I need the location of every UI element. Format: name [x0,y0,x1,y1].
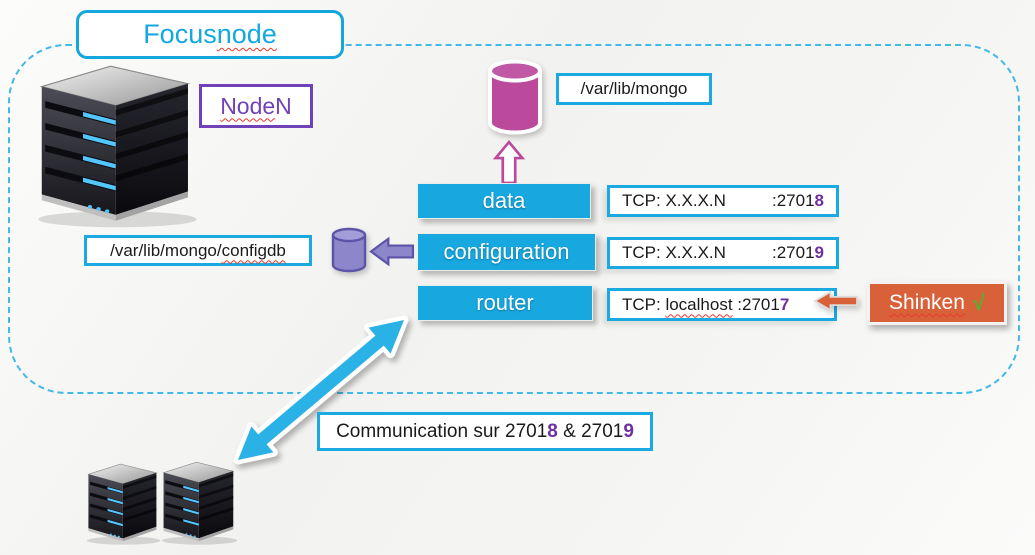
tcp-port-router: TCP: localhost :27017 [607,288,837,321]
tcp-config-port: :27019 [772,243,824,263]
configdb-path-text: /var/lib/mongo/configdb [110,241,286,261]
service-configuration-text: configuration [443,239,570,264]
focus-node-title-text-2: node [216,19,277,49]
node-n-label: Node N [199,84,313,128]
shinken-arrow-icon [813,290,858,312]
focus-node-title-text: Focus [143,19,217,49]
tcp-port-configuration: TCP: X.X.X.N :27019 [607,237,839,269]
configdb-path-label: /var/lib/mongo/configdb [84,235,312,266]
tcp-config-port-digit: 9 [814,243,824,262]
server-tower-icon [82,459,162,545]
shinken-box: Shinken √ [867,281,1007,325]
communication-label: Communication sur 27018 & 27019 [317,412,653,451]
communication-digit-2: 9 [623,420,634,442]
shinken-text: Shinken [889,291,965,314]
tcp-data-prefix: TCP: X.X.X.N [622,191,726,210]
tcp-port-data: TCP: X.X.X.N :27018 [607,185,839,217]
service-box-data: data [417,183,591,219]
service-data-text: data [482,188,526,213]
tcp-data-port: :27018 [772,191,824,211]
communication-text: Communication sur 27018 & 27019 [336,421,634,443]
tcp-router-host: localhost [665,294,733,314]
service-box-router: router [417,285,593,321]
configdb-path-suffix: configdb [221,240,286,260]
up-block-arrow-icon [493,139,525,185]
communication-p1: Communication sur 2701 [336,420,548,442]
server-tower-icon [157,457,239,545]
tcp-data-port-digit: 8 [814,191,824,210]
tcp-router-text: TCP: localhost :27017 [622,295,789,315]
node-n-text: Node [220,92,276,119]
tcp-data-port-base: :2701 [771,191,815,210]
database-cylinder-icon [488,59,542,135]
tcp-router-prefix: TCP: [622,294,666,314]
tcp-config-port-base: :2701 [771,243,815,262]
server-tower-icon [28,56,200,228]
communication-p2: & 2701 [557,420,624,442]
focus-node-boundary [8,44,1020,394]
focus-node-title: Focus node [76,10,344,59]
tcp-router-port-digit: 7 [779,294,790,314]
configdb-path-prefix: /var/lib/mongo/ [110,240,222,260]
check-icon: √ [972,290,985,315]
service-box-configuration: configuration [417,233,596,271]
node-n-suffix: N [275,92,292,119]
configdb-cylinder-icon [331,227,367,273]
db-path-text: /var/lib/mongo [580,79,688,98]
db-path-label: /var/lib/mongo [556,73,712,105]
service-router-text: router [476,290,534,315]
left-block-arrow-icon [369,236,415,267]
tcp-config-prefix: TCP: X.X.X.N [622,243,726,262]
sync-double-arrow-icon [233,315,409,465]
tcp-router-port-base: :2701 [732,294,780,314]
communication-digit-1: 8 [547,420,558,442]
